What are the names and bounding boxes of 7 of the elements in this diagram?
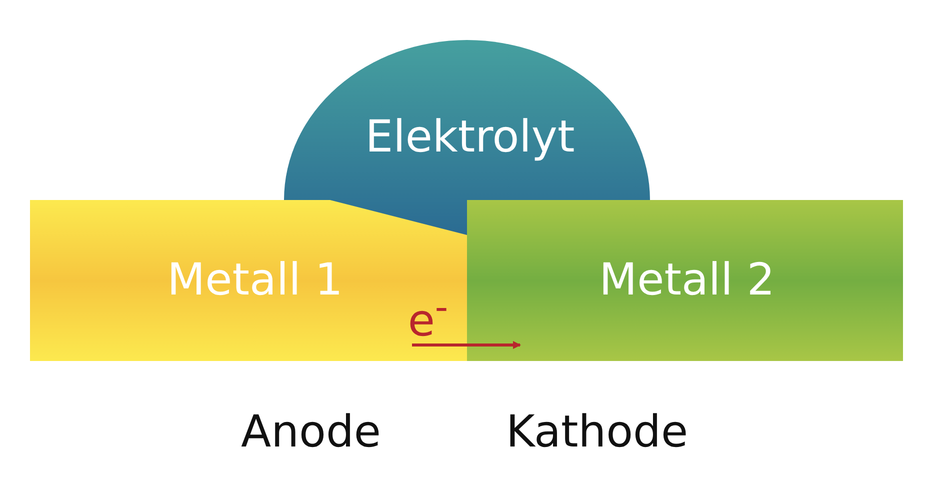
node-label: Elektrolyt xyxy=(365,112,575,162)
arrow xyxy=(412,341,521,349)
electrode-label: Anode xyxy=(241,406,381,458)
edge-label: e$^{-}$ xyxy=(408,286,448,346)
electrode-label: Kathode xyxy=(506,406,688,458)
node-label: Metall 1 xyxy=(167,254,343,306)
node-label: Metall 2 xyxy=(599,254,775,306)
